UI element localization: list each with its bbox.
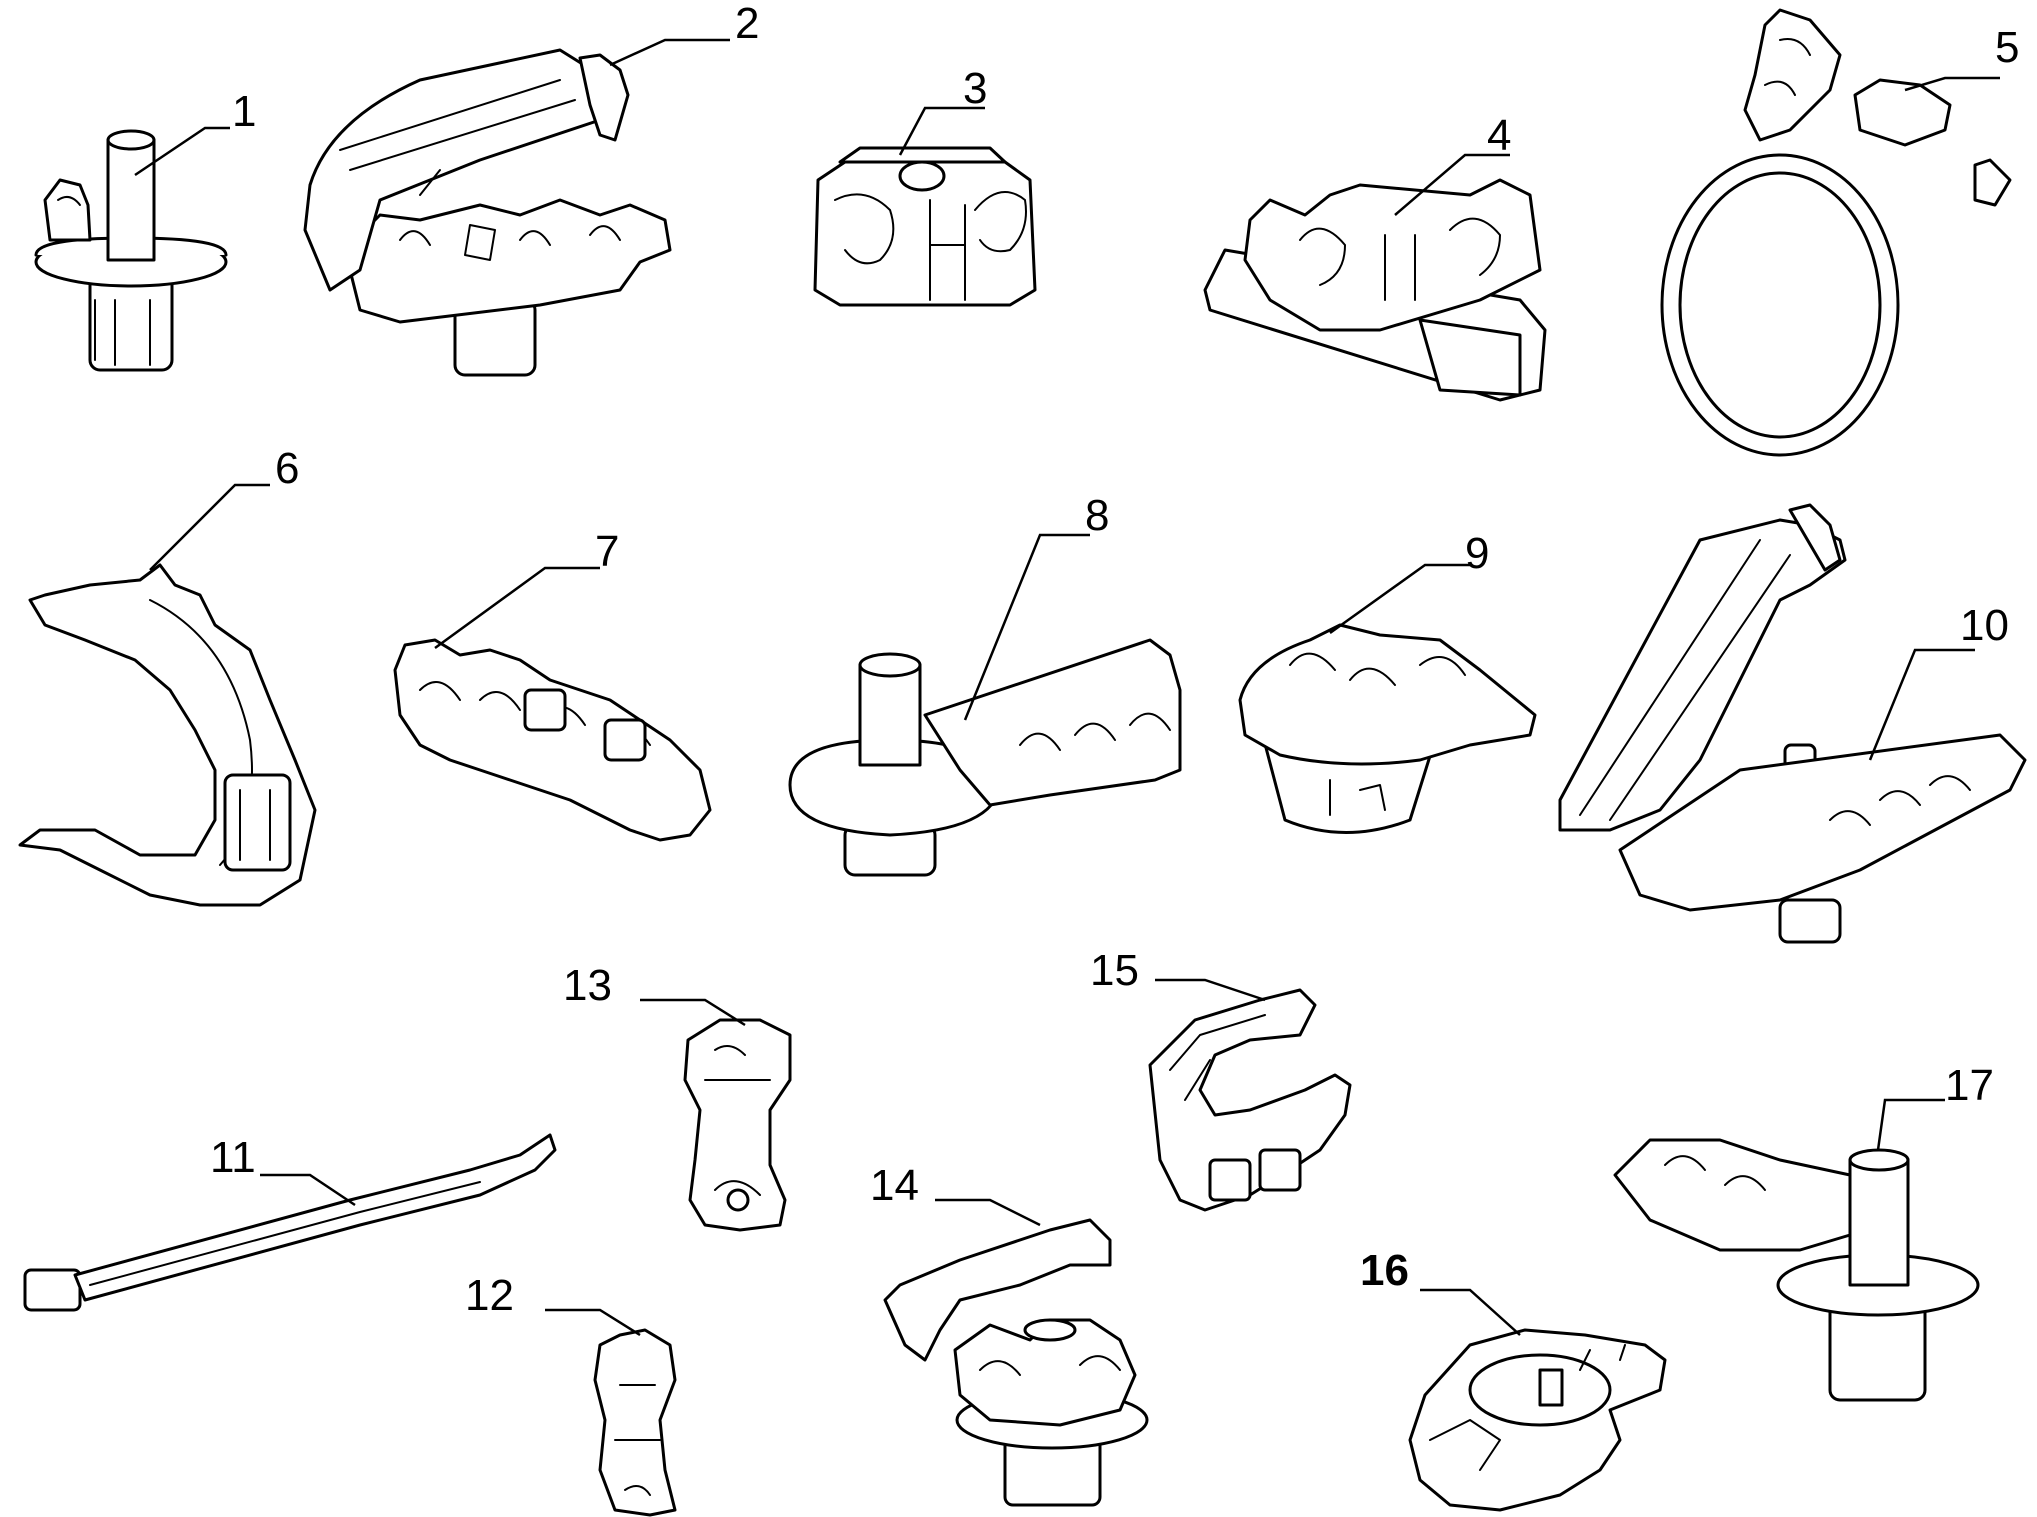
callout-6: 6: [275, 444, 299, 493]
callout-2: 2: [735, 0, 759, 48]
leader-6: [149, 483, 270, 571]
leader-5: [1904, 76, 2000, 92]
part-8-pin-triple-clip: [788, 638, 1182, 877]
leader-15: [1155, 978, 1266, 1002]
callout-15: 15: [1090, 946, 1139, 995]
part-10-hinged-bracket: [1558, 503, 2027, 944]
callout-13: 13: [563, 961, 612, 1010]
callout-1: 1: [232, 87, 256, 136]
part-17-pin-double-clip: [1613, 1138, 1980, 1402]
callout-4: 4: [1487, 111, 1511, 160]
leader-3: [898, 106, 985, 156]
leader-16: [1420, 1288, 1521, 1336]
part-2-harness-bracket: [303, 48, 672, 377]
callout-3: 3: [963, 64, 987, 113]
leader-11: [260, 1173, 356, 1207]
leader-2: [609, 38, 730, 67]
part-13-vertical-clip: [683, 1018, 792, 1232]
leader-12: [545, 1308, 641, 1337]
part-12-small-clip: [593, 1328, 677, 1517]
leader-14: [935, 1198, 1041, 1227]
part-4-clip-on-rail: [1203, 178, 1547, 402]
leader-4: [1394, 153, 1510, 216]
callout-14: 14: [870, 1161, 919, 1210]
part-5-ring-clip: [1660, 8, 2012, 457]
callout-7: 7: [595, 527, 619, 576]
leader-13: [640, 998, 746, 1027]
part-16-open-ring-clip: [1408, 1328, 1667, 1512]
callout-labels: 1 2 3 4 5 6 7 8 9 10 11 12 13 14 15 16 1…: [210, 0, 2019, 1320]
leader-1: [134, 126, 230, 177]
callout-11: 11: [210, 1133, 256, 1182]
callout-16: 16: [1360, 1246, 1409, 1295]
callout-12: 12: [465, 1271, 514, 1320]
callout-8: 8: [1085, 491, 1109, 540]
callout-17: 17: [1945, 1061, 1994, 1110]
part-9-cup-clip: [1238, 623, 1537, 834]
leader-10: [1868, 648, 1975, 761]
part-7-multi-clip: [393, 638, 712, 842]
leader-8: [963, 533, 1090, 721]
callout-5: 5: [1995, 23, 2019, 72]
part-3-double-clip: [813, 146, 1037, 307]
part-15-spring-clip: [1148, 988, 1352, 1212]
part-6-c-clip: [18, 563, 317, 907]
callout-10: 10: [1960, 601, 2009, 650]
leader-17: [1876, 1098, 1945, 1151]
leader-7: [434, 566, 600, 650]
leader-9: [1329, 563, 1470, 635]
leader-lines: [134, 38, 2000, 1337]
callout-9: 9: [1465, 529, 1489, 578]
part-14-pin-clip-with-lid: [883, 1218, 1149, 1507]
part-11-cable-tie: [23, 1133, 557, 1312]
part-1-pin-clip: [34, 129, 228, 372]
